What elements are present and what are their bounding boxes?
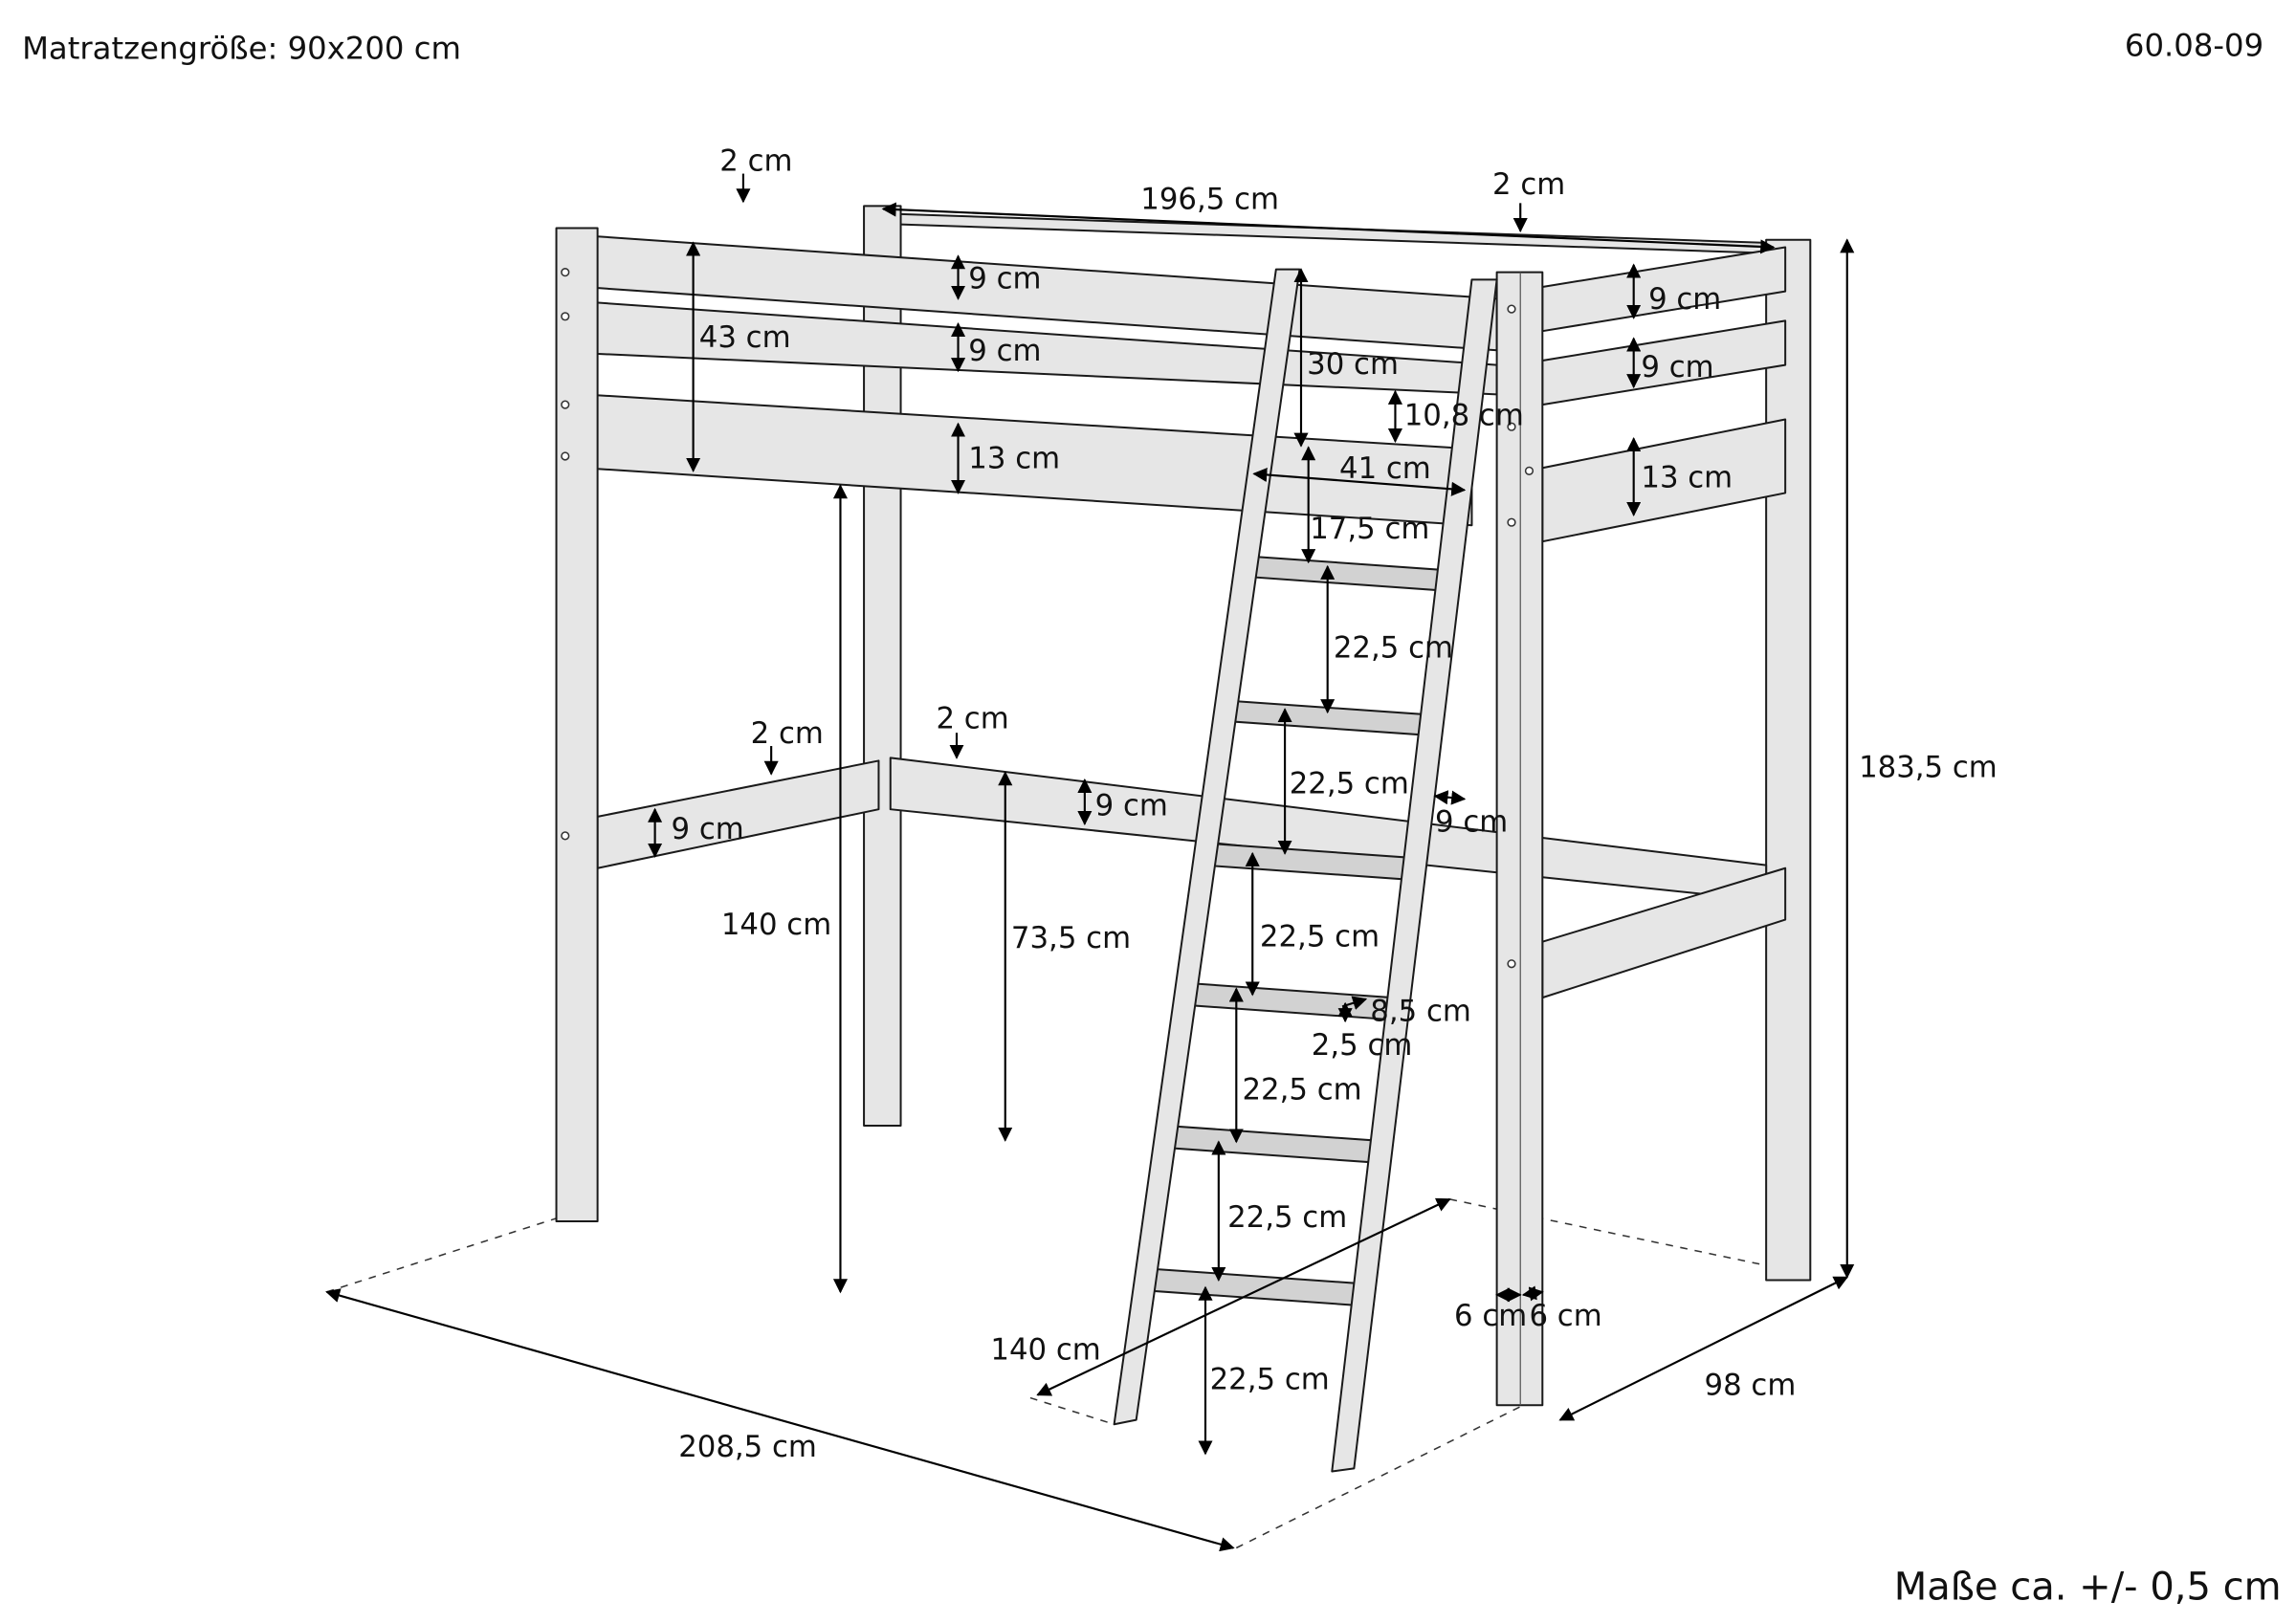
dim-ladder-top-opening: 30 cm (1307, 347, 1399, 382)
dim-ladder-footprint: 140 cm (990, 1333, 1100, 1368)
dim-step-4: 22,5 cm (1242, 1072, 1361, 1107)
back-right-post (1765, 238, 1812, 1282)
dim-top-length: 196,5 cm (1140, 183, 1279, 217)
dim-total-height: 183,5 cm (1859, 750, 1998, 784)
back-top-edge (877, 212, 1768, 254)
ladder-rung (1247, 555, 1459, 593)
ladder-rung (1143, 1267, 1356, 1306)
dim-right-rail-2: 9 cm (1641, 350, 1713, 384)
dim-step-1: 22,5 cm (1334, 631, 1453, 666)
ladder-rung (1224, 699, 1436, 737)
dim-lower-long-rail: 9 cm (1095, 788, 1168, 822)
dim-total-length: 208,5 cm (678, 1430, 817, 1464)
dim-lower-left-offset: 2 cm (751, 716, 824, 751)
dim-left-rail-3: 13 cm (968, 441, 1060, 475)
dim-post-top-left: 2 cm (719, 144, 792, 179)
dim-ladder-stringer: 9 cm (1435, 804, 1508, 839)
dim-post-top-right: 2 cm (1492, 167, 1565, 202)
dim-under-height: 140 cm (721, 908, 831, 942)
dim-post-width-b: 6 cm (1529, 1299, 1601, 1333)
front-left-post (555, 227, 599, 1222)
ladder-right-stringer (1331, 278, 1498, 1473)
dim-step-5: 22,5 cm (1227, 1200, 1347, 1235)
floor-outline (326, 1198, 1767, 1549)
article-number: 60.08-09 (2125, 28, 2263, 64)
ladder-rung (1164, 1124, 1375, 1164)
bed-frame (555, 205, 1812, 1407)
mattress-size-label: Matratzengröße: 90x200 cm (22, 31, 461, 67)
dim-rung-thickness: 2,5 cm (1312, 1028, 1413, 1063)
dim-lower-left-rail: 9 cm (672, 812, 744, 846)
dim-total-width: 98 cm (1705, 1369, 1797, 1403)
dim-left-rail-1: 9 cm (968, 262, 1041, 296)
dimension-lines (325, 173, 1855, 1552)
dim-rung-depth: 8,5 cm (1370, 995, 1471, 1029)
dim-lower-mid-offset: 2 cm (936, 702, 1008, 736)
dim-ladder-first-step: 17,5 cm (1310, 512, 1429, 546)
dim-left-guard-height: 43 cm (699, 320, 791, 355)
dim-gap: 10,8 cm (1404, 399, 1524, 433)
dimension-labels: 2 cm 196,5 cm 2 cm 9 cm 43 cm 9 cm 13 cm… (672, 144, 1998, 1465)
tolerance-note: Maße ca. +/- 0,5 cm (1894, 1565, 2282, 1609)
front-right-post (1495, 271, 1544, 1407)
dim-ladder-width: 41 cm (1339, 451, 1431, 486)
dim-post-width-a: 6 cm (1454, 1299, 1527, 1333)
dim-right-rail-3: 13 cm (1641, 460, 1733, 494)
dim-step-6: 22,5 cm (1210, 1362, 1330, 1396)
dim-step-3: 22,5 cm (1260, 919, 1380, 954)
dim-right-rail-1: 9 cm (1648, 282, 1721, 317)
dim-left-rail-2: 9 cm (968, 334, 1041, 368)
dim-step-2: 22,5 cm (1290, 766, 1409, 801)
dim-lower-rail-height: 73,5 cm (1011, 921, 1131, 955)
